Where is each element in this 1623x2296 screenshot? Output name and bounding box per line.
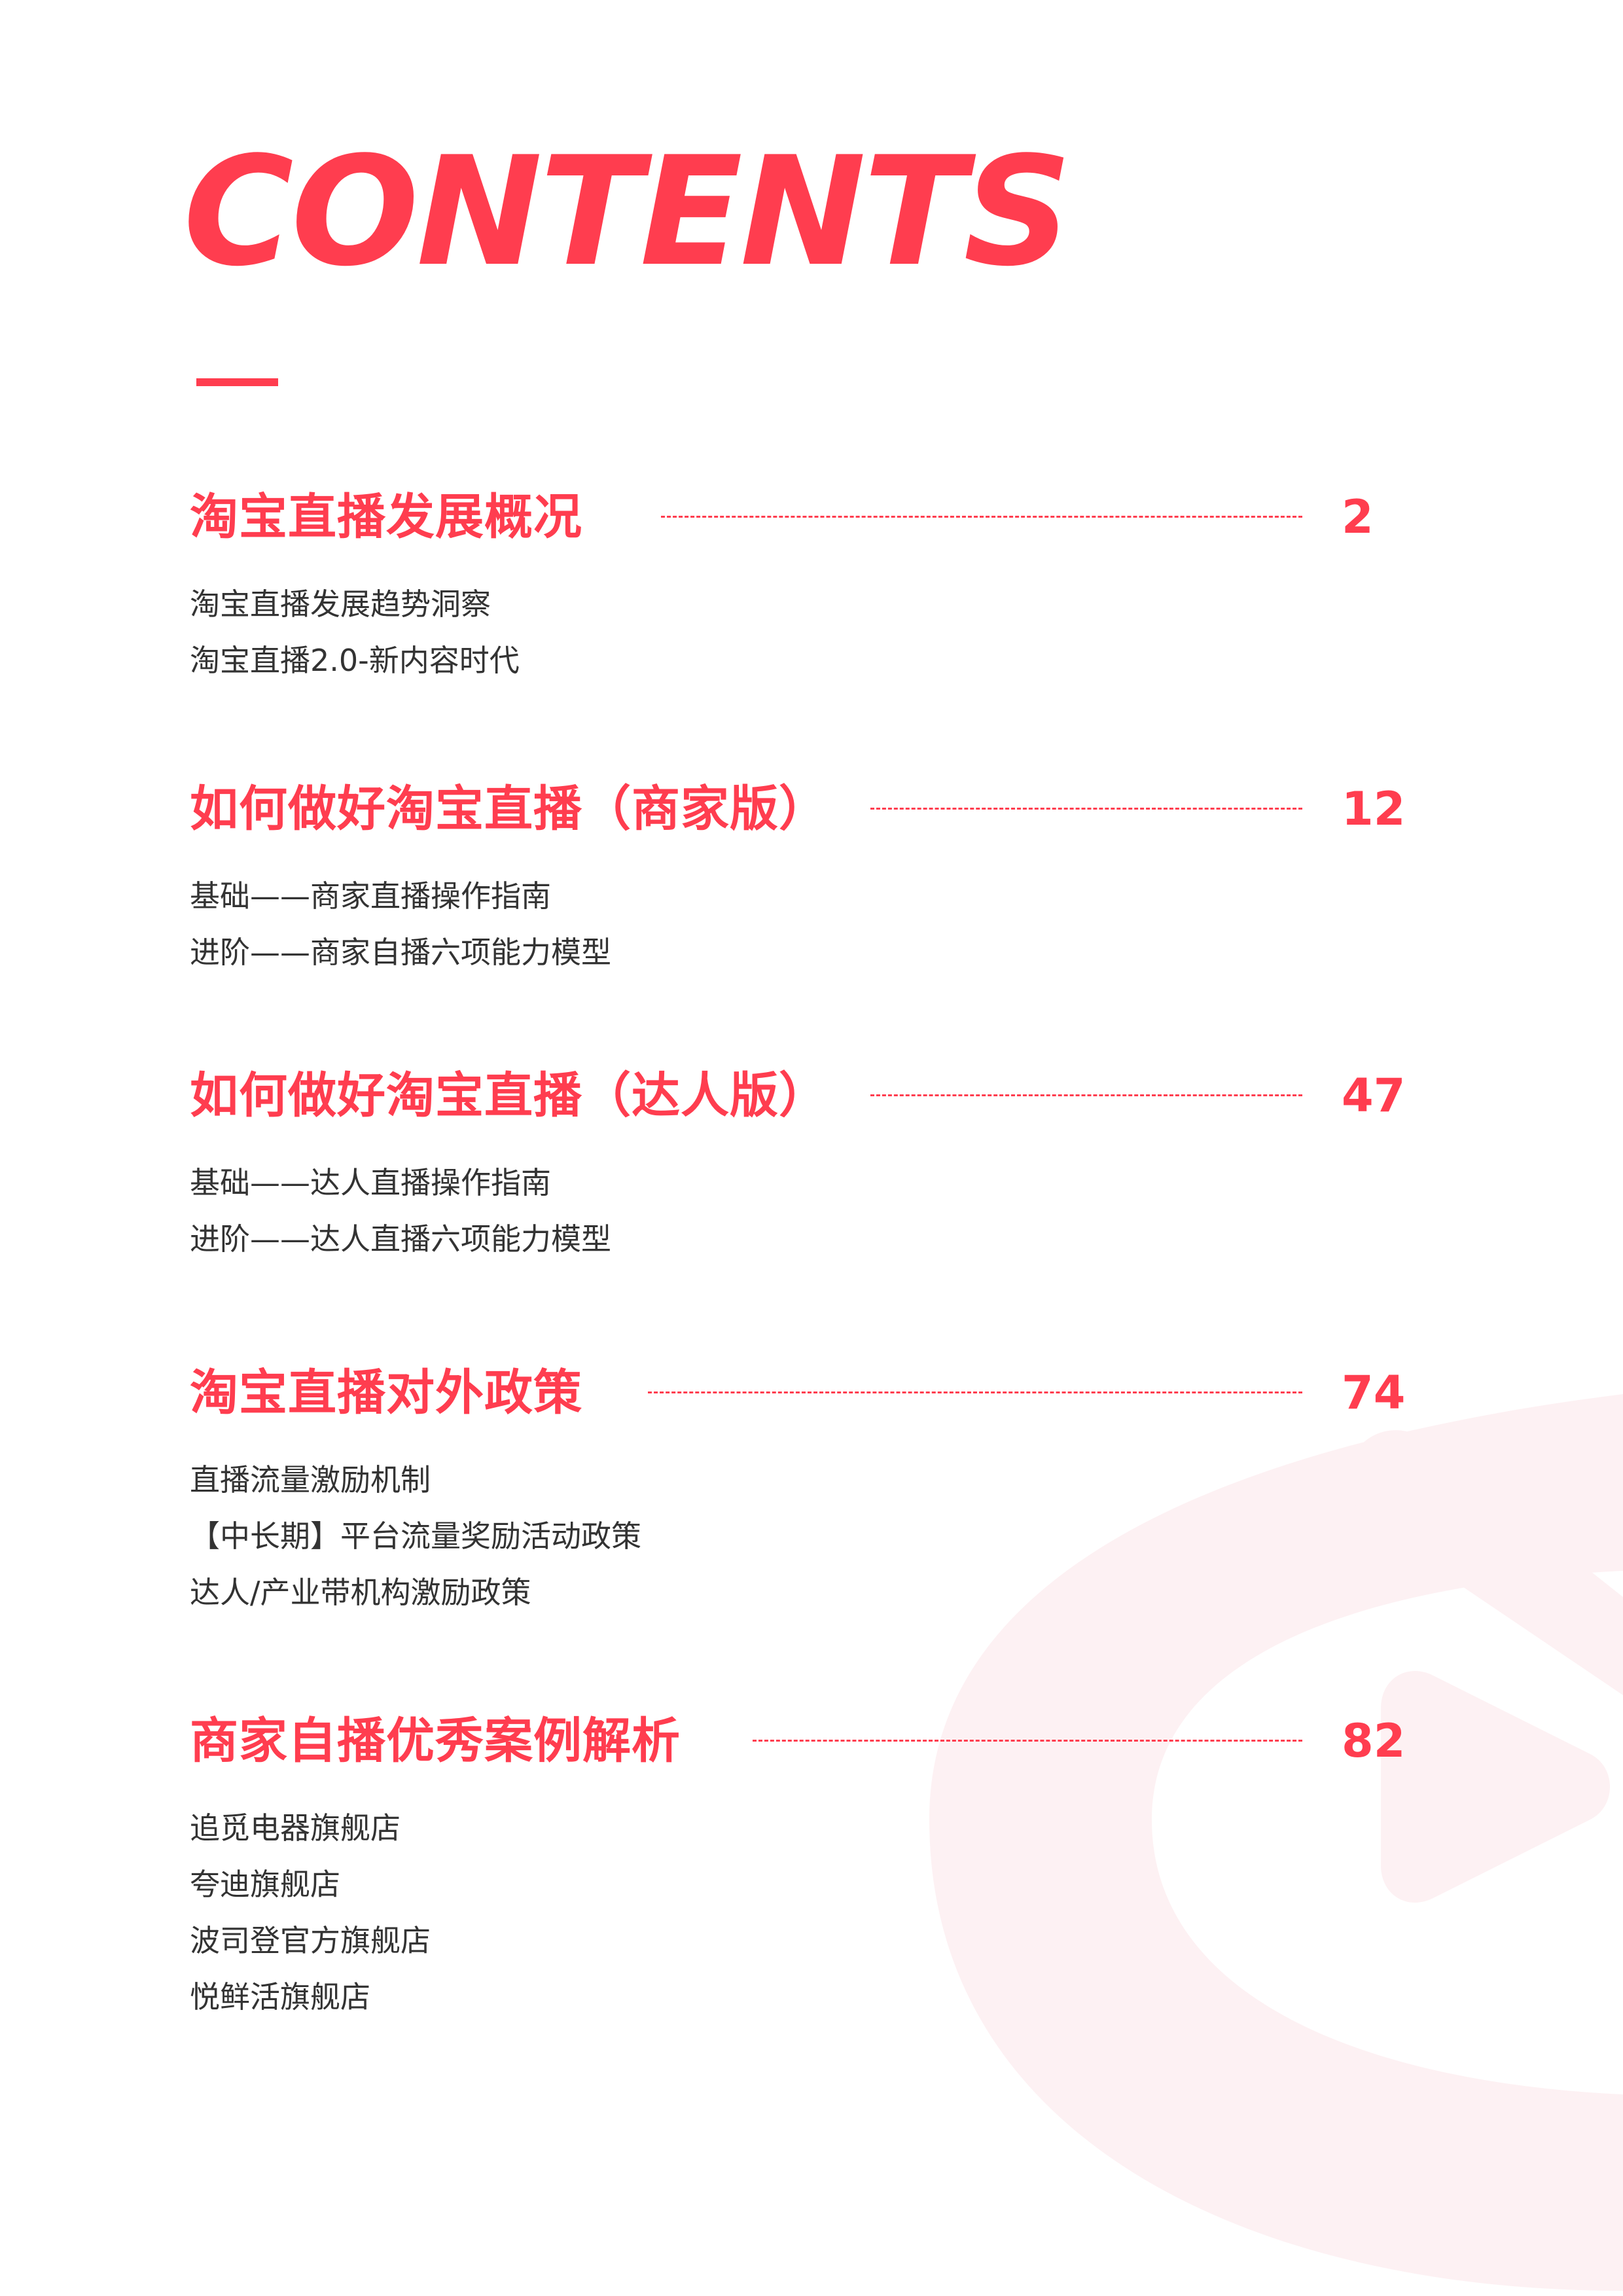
toc-section-header: 淘宝直播发展概况 2 (0, 478, 1623, 556)
toc-subitem-list: 基础——达人直播操作指南 进阶——达人直播六项能力模型 (190, 1155, 611, 1267)
toc-page-number[interactable]: 82 (1342, 1714, 1406, 1768)
toc-section-title[interactable]: 淘宝直播发展概况 (190, 489, 582, 545)
dotted-leader (753, 1740, 1302, 1742)
toc-section-header: 如何做好淘宝直播（达人版） 47 (0, 1056, 1623, 1135)
toc-subitem[interactable]: 波司登官方旗舰店 (190, 1923, 431, 1958)
toc-subitem[interactable]: 进阶——商家自播六项能力模型 (190, 935, 611, 970)
toc-subitem-list: 直播流量激励机制 【中长期】平台流量奖励活动政策 达人/产业带机构激励政策 (190, 1452, 641, 1621)
toc-subitem[interactable]: 追觅电器旗舰店 (190, 1810, 401, 1846)
toc-section-header: 淘宝直播对外政策 74 (0, 1354, 1623, 1432)
toc-section-title[interactable]: 商家自播优秀案例解析 (190, 1713, 681, 1769)
toc-subitem[interactable]: 悦鲜活旗舰店 (190, 1979, 370, 2015)
toc-page-number[interactable]: 2 (1342, 490, 1374, 544)
toc-section-title[interactable]: 如何做好淘宝直播（商家版） (190, 781, 828, 837)
toc-subitem-list: 淘宝直播发展趋势洞察 淘宝直播2.0-新内容时代 (190, 576, 520, 689)
dotted-leader (870, 1094, 1302, 1096)
toc-subitem[interactable]: 【中长期】平台流量奖励活动政策 (190, 1518, 641, 1554)
toc-section-header: 商家自播优秀案例解析 82 (0, 1702, 1623, 1780)
toc-subitem[interactable]: 达人/产业带机构激励政策 (190, 1575, 531, 1610)
dotted-leader (648, 1391, 1302, 1393)
toc-subitem[interactable]: 直播流量激励机制 (190, 1462, 431, 1498)
toc-subitem[interactable]: 基础——商家直播操作指南 (190, 878, 551, 914)
toc-subitem[interactable]: 基础——达人直播操作指南 (190, 1165, 551, 1200)
toc-subitem-list: 追觅电器旗舰店 夸迪旗舰店 波司登官方旗舰店 悦鲜活旗舰店 (190, 1800, 431, 2025)
toc-page-number[interactable]: 47 (1342, 1069, 1406, 1122)
toc-subitem[interactable]: 淘宝直播发展趋势洞察 (190, 586, 491, 622)
toc-subitem-list: 基础——商家直播操作指南 进阶——商家自播六项能力模型 (190, 868, 611, 980)
toc-section-header: 如何做好淘宝直播（商家版） 12 (0, 770, 1623, 848)
title-underline-dash (196, 378, 278, 386)
toc-subitem[interactable]: 夸迪旗舰店 (190, 1867, 340, 1902)
contents-heading: CONTENTS (183, 125, 1072, 300)
toc-subitem[interactable]: 进阶——达人直播六项能力模型 (190, 1221, 611, 1257)
toc-section-title[interactable]: 淘宝直播对外政策 (190, 1365, 582, 1421)
dotted-leader (661, 516, 1302, 518)
dotted-leader (870, 808, 1302, 810)
toc-subitem[interactable]: 淘宝直播2.0-新内容时代 (190, 643, 520, 678)
toc-section-title[interactable]: 如何做好淘宝直播（达人版） (190, 1067, 828, 1124)
toc-page-number[interactable]: 74 (1342, 1366, 1406, 1420)
toc-page-number[interactable]: 12 (1342, 782, 1406, 836)
